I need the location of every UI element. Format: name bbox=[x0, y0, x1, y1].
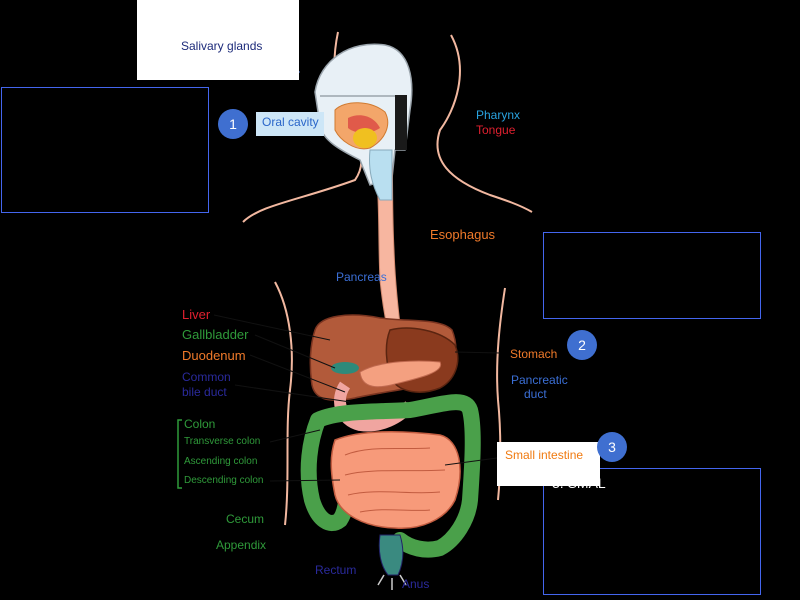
small-intestine-box bbox=[497, 442, 600, 486]
label-oral-cavity: Oral cavity bbox=[262, 115, 319, 129]
colon-bracket bbox=[177, 419, 182, 489]
oral-cavity-box bbox=[256, 112, 324, 136]
label-pharynx: Pharynx bbox=[476, 108, 521, 122]
label-small-intestine: Small intestine bbox=[505, 448, 584, 462]
badge-2[interactable]: 2 bbox=[567, 330, 597, 360]
leader-lines bbox=[213, 314, 501, 482]
answer-box-3[interactable] bbox=[543, 468, 761, 595]
label-colon: Colon bbox=[184, 417, 216, 431]
badge-3[interactable]: 3 bbox=[597, 432, 627, 462]
rectum-shape bbox=[378, 534, 404, 576]
label-cecum: Cecum bbox=[226, 512, 265, 526]
label-gallbladder: Gallbladder bbox=[182, 327, 249, 342]
label-pancreatic-duct-2: duct bbox=[524, 387, 547, 401]
salivary-glands-box bbox=[137, 0, 299, 80]
head bbox=[314, 43, 413, 186]
label-anus: Anus bbox=[402, 577, 430, 591]
label-common-bile-duct-2: bile duct bbox=[182, 385, 227, 399]
pancreas-shape bbox=[359, 360, 442, 388]
label-ascending-colon: Ascending colon bbox=[184, 456, 258, 467]
label-common-bile-duct-1: Common bbox=[182, 370, 231, 384]
label-tongue: Tongue bbox=[476, 123, 516, 137]
label-rectum: Rectum bbox=[315, 563, 357, 577]
label-descending-colon: Descending colon bbox=[184, 475, 264, 486]
label-salivary-glands: Salivary glands bbox=[181, 39, 263, 53]
label-transverse-colon: Transverse colon bbox=[184, 436, 261, 447]
answer-box-2[interactable] bbox=[543, 232, 761, 319]
label-stomach: Stomach bbox=[510, 347, 558, 361]
gallbladder-shape bbox=[331, 362, 359, 374]
label-pancreas: Pancreas bbox=[336, 270, 387, 284]
answer-box-1[interactable] bbox=[1, 87, 209, 213]
label-duodenum: Duodenum bbox=[182, 348, 246, 363]
label-esophagus: Esophagus bbox=[430, 227, 496, 242]
small-intestine-shape bbox=[330, 431, 461, 529]
label-pancreatic-duct-1: Pancreatic bbox=[511, 373, 568, 387]
label-liver: Liver bbox=[182, 307, 211, 322]
label-appendix: Appendix bbox=[216, 538, 267, 552]
badge-1[interactable]: 1 bbox=[218, 109, 248, 139]
